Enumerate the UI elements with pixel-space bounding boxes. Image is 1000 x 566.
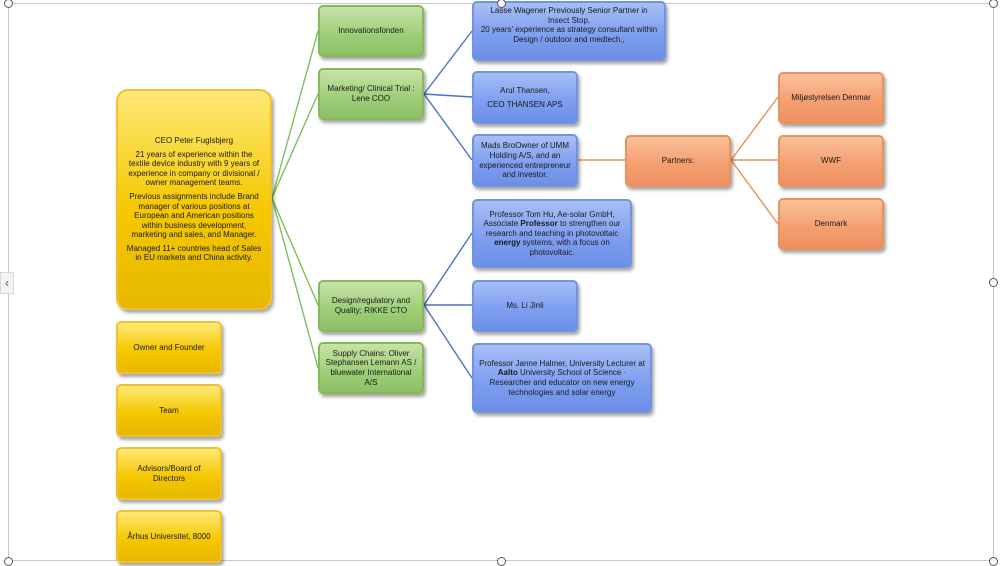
resize-handle-mid-right[interactable] [989, 278, 998, 287]
connector-partners-miljo [730, 96, 779, 161]
connector-ceo-supply [271, 197, 319, 369]
advisors-label: Advisors/Board of Directors [137, 463, 201, 483]
miljostyrelsen-label: Miljøstyrelsen Denmar [791, 93, 871, 103]
partners-box: Partners: [625, 135, 731, 187]
ceo-box: CEO Peter Fuglsbjerg 21 years of experie… [116, 89, 272, 310]
connector-ceo-innovation [271, 30, 319, 199]
chevron-left-icon: ‹ [5, 276, 9, 290]
ceo-experience: 21 years of experience within the textil… [128, 149, 260, 188]
lasse-line2: 20 years' experience as strategy consult… [480, 25, 658, 44]
resize-handle-top-right[interactable] [989, 0, 998, 8]
marketing-box: Marketing/ Clinical Trial : Lene COO [318, 68, 424, 120]
tomhu-label: Professor Tom Hu, Ae-solar GmbH, Associa… [483, 209, 621, 257]
design-box: Design/regulatory and Quality; RIKKE CTO [318, 280, 424, 332]
tomhu-box: Professor Tom Hu, Ae-solar GmbH, Associa… [472, 199, 632, 268]
connector-marketing-arul [423, 93, 473, 98]
connector-design-tomhu [423, 232, 473, 306]
li-jinli-label: Ms. Li Jinli [506, 301, 544, 311]
janne-box: Professor Janne Halmer, University Lectu… [472, 343, 652, 413]
innovationsfonden-box: Innovationsfonden [318, 5, 424, 57]
design-label: Design/regulatory and Quality; RIKKE CTO [331, 296, 411, 315]
connector-marketing-lasse [423, 30, 473, 95]
arul-box: Arul Thansen, CEO THANSEN APS [472, 71, 578, 124]
mads-box: Mads BroOwner of UMM Holding A/S, and an… [472, 134, 578, 187]
innovationsfonden-label: Innovationsfonden [338, 26, 404, 36]
supply-chains-box: Supply Chains: Oliver Stephansen Lemann … [318, 342, 424, 394]
partners-label: Partners: [661, 156, 695, 166]
scroll-left-button[interactable]: ‹ [0, 272, 14, 294]
connector-ceo-marketing [271, 93, 319, 199]
ceo-managed-countries: Managed 11+ countries head of Sales in E… [126, 243, 262, 263]
ceo-title: CEO Peter Fuglsbjerg [154, 135, 234, 145]
denmark-label: Denmark [814, 219, 848, 229]
marketing-label: Marketing/ Clinical Trial : Lene COO [327, 84, 415, 103]
ceo-previous-assignments: Previous assignments include Brand manag… [129, 191, 259, 240]
resize-handle-top-mid[interactable] [497, 0, 506, 8]
supply-chains-label: Supply Chains: Oliver Stephansen Lemann … [325, 348, 417, 387]
team-label: Team [159, 405, 179, 415]
connector-ceo-design [271, 197, 319, 306]
advisors-box: Advisors/Board of Directors [116, 447, 222, 500]
arul-line2: CEO THANSEN APS [487, 99, 563, 109]
wwf-label: WWF [821, 156, 841, 166]
aarhus-box: Århus Universitet, 8000 [116, 510, 222, 563]
wwf-box: WWF [778, 135, 884, 187]
janne-label: Professor Janne Halmer, University Lectu… [479, 358, 645, 397]
resize-handle-top-left[interactable] [4, 0, 13, 8]
li-jinli-box: Ms. Li Jinli [472, 280, 578, 332]
aarhus-label: Århus Universitet, 8000 [127, 531, 211, 541]
connector-marketing-mads [423, 93, 473, 161]
mads-label: Mads BroOwner of UMM Holding A/S, and an… [479, 141, 571, 180]
team-box: Team [116, 384, 222, 437]
owner-founder-box: Owner and Founder [116, 321, 222, 374]
owner-founder-label: Owner and Founder [133, 342, 205, 352]
lasse-box: Lasse Wagener Previously Senior Partner … [472, 1, 666, 61]
lasse-line1: Lasse Wagener Previously Senior Partner … [490, 6, 648, 25]
arul-line1: Arul Thansen, [500, 85, 550, 95]
miljostyrelsen-box: Miljøstyrelsen Denmar [778, 72, 884, 124]
connector-design-janne [423, 304, 473, 379]
connector-partners-denmark [730, 159, 779, 225]
denmark-box: Denmark [778, 198, 884, 250]
